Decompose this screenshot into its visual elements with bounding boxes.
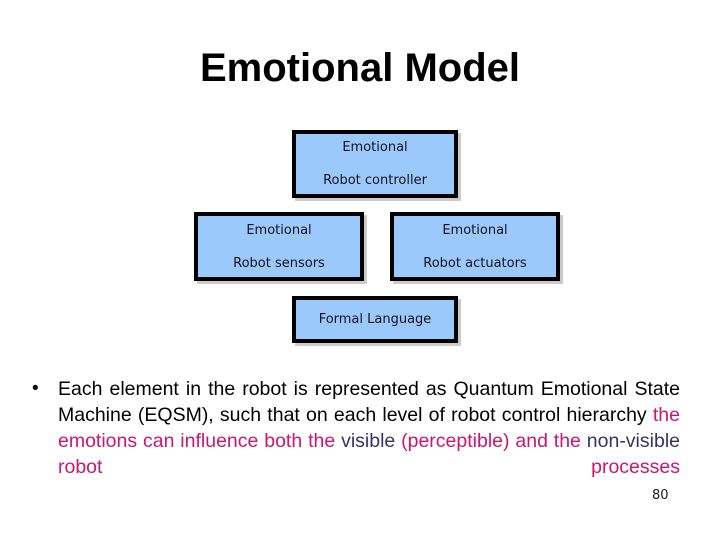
- box-line-1: Emotional: [246, 222, 312, 238]
- page-title: Emotional Model: [200, 46, 520, 90]
- bullet-text-segment-5: robot processes: [58, 456, 680, 478]
- bullet-item-text: Each element in the robot is represented…: [58, 376, 680, 506]
- slide-number: 80: [652, 489, 669, 501]
- box-line-1: Formal Language: [318, 312, 432, 327]
- bullet-text-segment-1: the emotions can influence both the: [58, 404, 680, 452]
- bullet-text-segment-4: non-visible: [586, 430, 680, 452]
- box-line-2: Robot controller: [323, 173, 427, 188]
- box-line-1: Emotional: [442, 222, 508, 238]
- box-line-2: Robot sensors: [233, 255, 325, 271]
- diagram-box-emotional-robot-controller: Emotional Robot controller: [292, 130, 458, 198]
- bullet-text-segment-2: visible: [341, 430, 402, 452]
- box-line-2: Robot actuators: [423, 255, 527, 271]
- diagram-box-emotional-robot-actuators: Emotional Robot actuators: [390, 212, 560, 281]
- diagram-box-formal-language: Formal Language: [292, 296, 458, 343]
- list-item: • Each element in the robot is represent…: [32, 376, 680, 506]
- bullet-icon: •: [32, 378, 39, 399]
- bullet-text-segment-0: Each element in the robot is represented…: [58, 378, 680, 426]
- diagram-box-emotional-robot-sensors: Emotional Robot sensors: [194, 212, 364, 281]
- bullet-text-segment-3: (perceptible) and the: [401, 430, 587, 452]
- box-line-1: Emotional: [342, 140, 408, 155]
- bullet-paragraph: • Each element in the robot is represent…: [32, 376, 680, 506]
